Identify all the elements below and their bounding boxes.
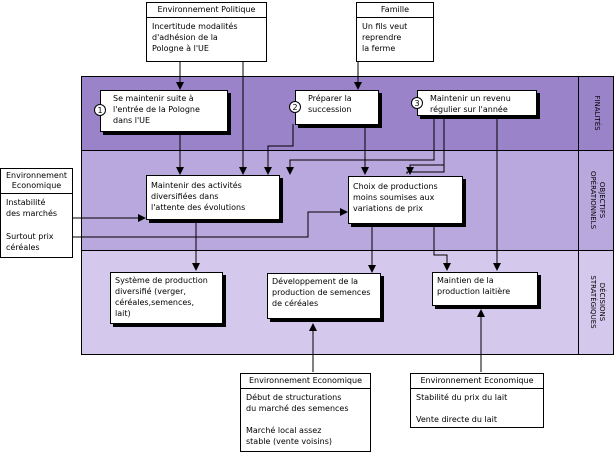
decision-box: Développement de la production de semenc… xyxy=(267,273,381,319)
finalite-number: 2 xyxy=(289,101,301,113)
decision-box: Système de production diversifié (verger… xyxy=(110,272,223,324)
finalite-number: 3 xyxy=(411,97,423,109)
sidecol-objectifs xyxy=(578,150,614,250)
objectif-box: Maintenir des activités diversifiées dan… xyxy=(146,175,280,220)
famille-body: Un fils veut reprendre la ferme xyxy=(362,22,408,53)
sidecol-finalites xyxy=(578,76,614,150)
env-eco-bottom2-box: Environnement Economique Stabilité du pr… xyxy=(410,373,544,428)
decision-box: Maintien de la production laitière xyxy=(432,272,538,306)
env-eco-bottom1-box: Environnement Economique Début de struct… xyxy=(240,373,371,452)
objectif-box: Choix de productions moins soumises aux … xyxy=(348,176,463,224)
env-eco-bottom1-title: Environnement Economique xyxy=(241,374,370,389)
env-eco-bottom1-body: Début de structurations du marché des se… xyxy=(246,393,349,446)
env-eco-left-box: Environnement Economique Instabilité des… xyxy=(0,168,73,231)
env-eco-bottom2-body: Stabilité du prix du lait Vente directe … xyxy=(416,393,508,424)
env-eco-left-box2: Surtout prix céréales xyxy=(0,228,73,258)
sidecol-decisions xyxy=(578,250,614,355)
famille-title: Famille xyxy=(357,3,433,18)
env-eco-left-title: Environnement Economique xyxy=(1,169,72,194)
famille-box: Famille Un fils veut reprendre la ferme xyxy=(356,2,434,62)
env-politique-box: Environnement Politique Incertitude moda… xyxy=(146,2,267,62)
finalite-box: Se maintenir suite à l'entrée de la Polo… xyxy=(100,90,228,132)
env-politique-title: Environnement Politique xyxy=(147,3,266,18)
env-eco-bottom2-title: Environnement Economique xyxy=(411,374,543,389)
finalite-number: 1 xyxy=(94,104,106,116)
band-divider xyxy=(81,250,614,251)
finalite-box: Préparer la succession xyxy=(295,90,379,125)
band-frame xyxy=(81,76,614,355)
finalite-box: Maintenir un revenu régulier sur l'année xyxy=(417,90,537,116)
env-eco-left-item: Surtout prix céréales xyxy=(6,232,54,252)
band-divider xyxy=(81,150,614,151)
env-politique-body: Incertitude modalités d'adhésion de la P… xyxy=(152,22,238,53)
env-eco-left-item: Instabilité des marchés xyxy=(6,198,58,218)
